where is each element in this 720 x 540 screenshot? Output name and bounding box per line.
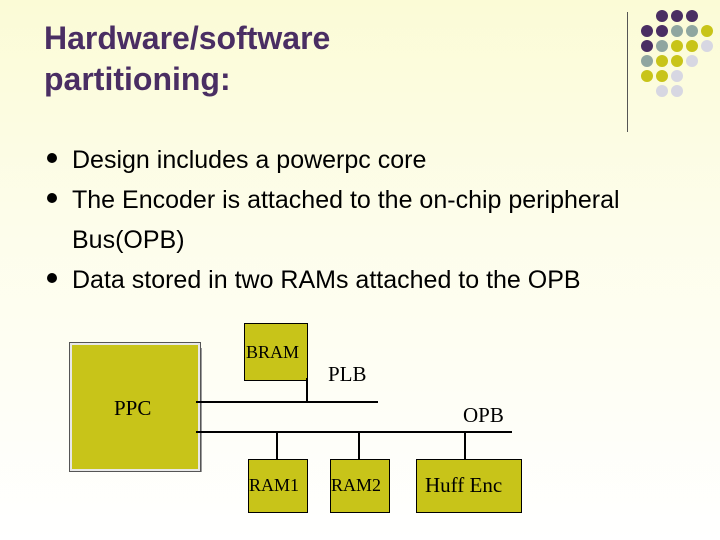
huff-enc-block — [416, 459, 522, 513]
huff-connector — [464, 432, 466, 460]
decor-dot — [641, 70, 653, 82]
title-line-2: partitioning: — [44, 61, 231, 97]
decor-dot — [671, 40, 683, 52]
bram-label: BRAM — [246, 342, 300, 362]
decor-dot — [671, 85, 683, 97]
decor-dot — [686, 10, 698, 22]
slide-title: Hardware/software partitioning: — [44, 18, 604, 100]
huff-enc-label: Huff Enc — [425, 473, 503, 497]
decor-dot — [656, 10, 668, 22]
decor-dot — [701, 25, 713, 37]
plb-bus-line — [196, 401, 378, 403]
decor-dot — [656, 70, 668, 82]
bullet-dot-icon — [47, 193, 57, 203]
bullet-list: Design includes a powerpc core The Encod… — [44, 140, 644, 300]
decor-dot — [671, 10, 683, 22]
decor-dot — [671, 25, 683, 37]
decor-dot — [641, 40, 653, 52]
opb-label: OPB — [463, 403, 504, 427]
bullet-item: Data stored in two RAMs attached to the … — [44, 260, 644, 300]
ram1-label: RAM1 — [249, 475, 300, 495]
decor-dot — [656, 55, 668, 67]
decor-dot — [656, 85, 668, 97]
ram2-block — [330, 459, 390, 513]
decor-dot — [671, 70, 683, 82]
bullet-text: Data stored in two RAMs attached to the … — [72, 266, 581, 294]
decor-dot — [686, 55, 698, 67]
decor-dot — [701, 40, 713, 52]
bullet-item: The Encoder is attached to the on-chip p… — [44, 180, 644, 260]
decor-dot — [656, 25, 668, 37]
bullet-item: Design includes a powerpc core — [44, 140, 644, 180]
decor-dot — [641, 25, 653, 37]
decor-dot — [671, 55, 683, 67]
decor-dot — [686, 40, 698, 52]
opb-bus-line — [196, 431, 512, 433]
decor-dot — [656, 40, 668, 52]
bullet-dot-icon — [47, 273, 57, 283]
ppc-block — [69, 342, 201, 472]
plb-label: PLB — [328, 362, 367, 386]
bram-block — [244, 323, 308, 381]
ram2-connector — [358, 432, 360, 460]
bullet-text: Design includes a powerpc core — [72, 146, 427, 174]
ppc-label: PPC — [114, 396, 152, 420]
bullet-dot-icon — [47, 153, 57, 163]
ram2-label: RAM2 — [331, 475, 382, 495]
decor-dot — [641, 55, 653, 67]
ram1-connector — [276, 432, 278, 460]
decor-dot — [686, 25, 698, 37]
ram1-block — [248, 459, 308, 513]
title-line-1: Hardware/software — [44, 20, 331, 56]
decor-vertical-line — [627, 12, 628, 132]
plb-connector — [306, 378, 308, 402]
bullet-text: The Encoder is attached to the on-chip p… — [72, 186, 620, 254]
